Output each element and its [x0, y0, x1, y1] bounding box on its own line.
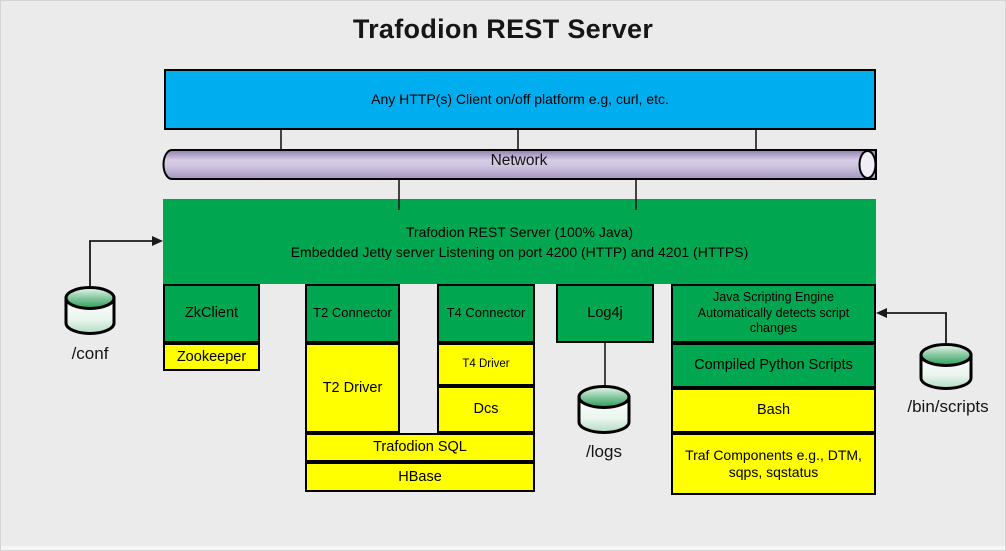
bin-scripts-label: /bin/scripts: [907, 397, 989, 416]
rest-server-line1: Trafodion REST Server (100% Java): [405, 223, 634, 240]
bottom-edge: [1, 546, 1005, 550]
conf-cylinder-icon: [64, 286, 116, 335]
bin-scripts-cylinder-icon: [919, 343, 973, 390]
box-t4-driver: T4 Driver: [437, 343, 535, 386]
client-box-label: Any HTTP(s) Client on/off platform e.g, …: [371, 90, 669, 107]
box-zookeeper: Zookeeper: [163, 343, 260, 371]
box-compiled-python-scripts: Compiled Python Scripts: [671, 343, 876, 388]
dcs-label: Dcs: [473, 401, 499, 418]
box-bash: Bash: [671, 388, 876, 433]
t4-connector-label: T4 Connector: [446, 305, 526, 321]
box-t2-driver: T2 Driver: [305, 343, 400, 433]
rest-server-line2: Embedded Jetty server Listening on port …: [290, 243, 749, 260]
trafodion-sql-label: Trafodion SQL: [373, 439, 467, 456]
page-title: Trafodion REST Server: [352, 14, 654, 44]
hbase-label: HBase: [398, 468, 442, 485]
zkclient-label: ZkClient: [184, 305, 239, 322]
network-label: Network: [490, 152, 548, 169]
box-traf-components: Traf Components e.g., DTM, sqps, sqstatu…: [671, 433, 876, 495]
t2-driver-label: T2 Driver: [322, 379, 383, 396]
bash-label: Bash: [756, 402, 791, 419]
conf-arrow: [89, 236, 163, 288]
box-trafodion-sql: Trafodion SQL: [305, 433, 535, 462]
zookeeper-label: Zookeeper: [176, 348, 247, 365]
client-box: Any HTTP(s) Client on/off platform e.g, …: [164, 69, 876, 130]
box-zkclient: ZkClient: [163, 284, 260, 343]
bin-scripts-arrow: [876, 308, 947, 345]
compiled-python-label: Compiled Python Scripts: [694, 357, 853, 374]
conf-label: /conf: [71, 344, 109, 363]
rest-server-box: Trafodion REST Server (100% Java) Embedd…: [163, 199, 876, 284]
java-scripting-engine-label: Java Scripting Engine Automatically dete…: [697, 290, 850, 336]
box-t2-connector: T2 Connector: [305, 284, 400, 343]
box-dcs: Dcs: [437, 386, 535, 433]
log4j-label: Log4j: [587, 305, 623, 322]
box-log4j: Log4j: [556, 284, 654, 343]
box-hbase: HBase: [305, 462, 535, 492]
logs-cylinder-icon: [577, 385, 631, 434]
client-network-connectors: [280, 130, 757, 152]
t4-driver-label: T4 Driver: [462, 358, 510, 371]
t2-connector-label: T2 Connector: [313, 305, 392, 321]
box-java-scripting-engine: Java Scripting Engine Automatically dete…: [671, 284, 876, 343]
box-t4-connector: T4 Connector: [437, 284, 535, 343]
logs-label: /logs: [586, 442, 622, 461]
traf-components-label: Traf Components e.g., DTM, sqps, sqstatu…: [685, 446, 862, 481]
